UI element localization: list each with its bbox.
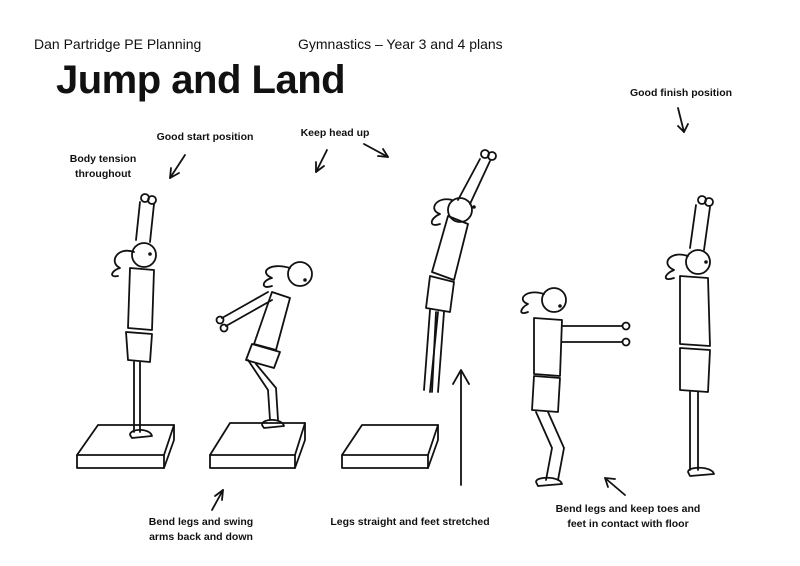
note-legs-straight: Legs straight and feet stretched	[330, 516, 490, 528]
figure-crouch	[215, 261, 313, 429]
note-good-start: Good start position	[156, 131, 254, 143]
figure-land	[520, 287, 631, 487]
arrow-good-start	[169, 154, 186, 179]
author-label: Dan Partridge PE Planning	[34, 36, 202, 52]
arrow-upward	[452, 369, 470, 486]
arrow-bend-legs-keep	[604, 477, 626, 496]
figure-finish	[664, 195, 715, 477]
page-title: Jump and Land	[56, 58, 346, 102]
note-keep-head-up: Keep head up	[300, 127, 370, 139]
arrow-bend-legs-swing	[211, 489, 224, 511]
box-3	[341, 424, 439, 469]
box-2	[209, 422, 306, 469]
arrow-keep-head-up-right	[363, 143, 389, 158]
note-body-tension: Body tension throughout	[69, 153, 137, 180]
box-1	[76, 424, 175, 469]
note-good-finish: Good finish position	[629, 87, 733, 99]
note-bend-legs-swing: Bend legs and swing arms back and down	[148, 516, 254, 543]
arrow-keep-head-up-left	[315, 149, 328, 173]
figure-jump	[423, 149, 497, 393]
note-bend-legs-keep: Bend legs and keep toes and feet in cont…	[555, 503, 701, 530]
arrow-good-finish	[677, 107, 689, 133]
subject-label: Gymnastics – Year 3 and 4 plans	[298, 36, 503, 52]
figure-start	[111, 193, 157, 439]
